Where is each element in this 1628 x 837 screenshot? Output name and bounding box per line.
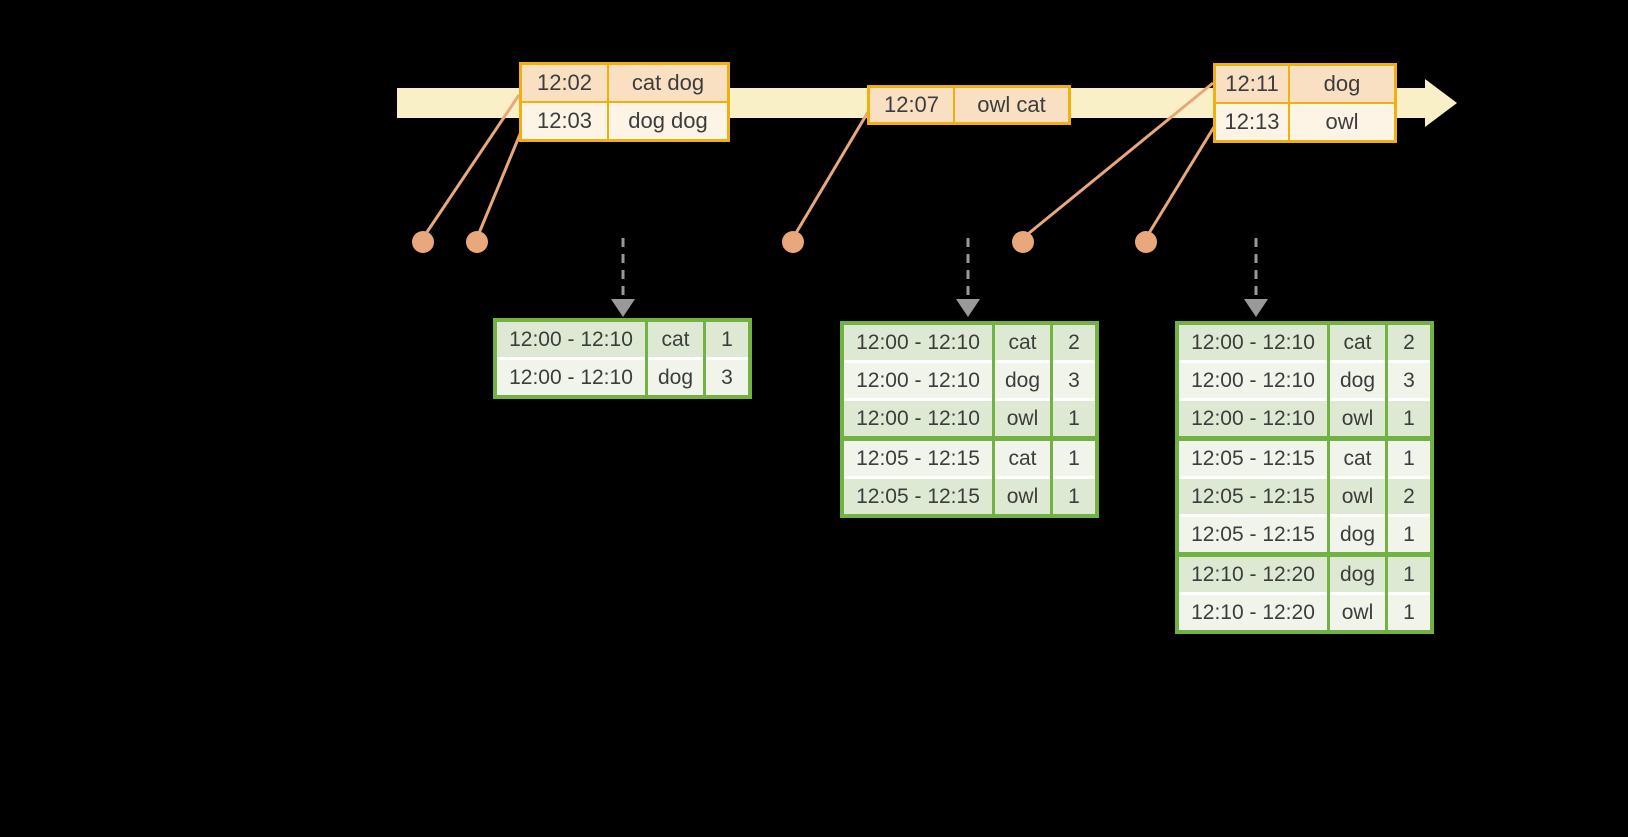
window-cell: 12:00 - 12:10: [840, 323, 995, 362]
result-row: 12:00 - 12:10 owl 1: [840, 398, 1099, 439]
event-dot-icon: [1135, 231, 1157, 253]
event-row: 12:02 cat dog: [519, 62, 730, 103]
result-row: 12:05 - 12:15 cat 1: [1175, 436, 1434, 478]
count-cell: 1: [1050, 436, 1099, 478]
event-row: 12:07 owl cat: [867, 85, 1071, 125]
event-dot-icon: [412, 231, 434, 253]
count-cell: 1: [1050, 398, 1099, 439]
event-words-cell: dog dog: [607, 101, 730, 142]
event-row: 12:11 dog: [1213, 63, 1397, 104]
word-cell: cat: [645, 320, 706, 359]
event-table: 12:02 cat dog 12:03 dog dog: [519, 62, 730, 142]
event-dot-icon: [1012, 231, 1034, 253]
event-words-cell: dog: [1288, 63, 1397, 104]
result-table: 12:00 - 12:10 cat 2 12:00 - 12:10 dog 3 …: [840, 321, 1099, 518]
result-row: 12:05 - 12:15 owl 1: [840, 476, 1099, 516]
word-cell: dog: [1327, 360, 1388, 400]
event-words-cell: owl cat: [953, 85, 1071, 125]
count-cell: 1: [1050, 476, 1099, 516]
count-cell: 1: [1385, 552, 1434, 594]
trigger-arrow-icon: [1244, 238, 1268, 317]
event-time-cell: 12:07: [867, 85, 955, 125]
window-cell: 12:00 - 12:10: [1175, 398, 1330, 439]
trigger-arrow-icon: [956, 238, 980, 317]
count-cell: 2: [1050, 323, 1099, 362]
count-cell: 3: [1050, 360, 1099, 400]
result-row: 12:00 - 12:10 cat 2: [840, 323, 1099, 362]
window-cell: 12:05 - 12:15: [1175, 476, 1330, 516]
word-cell: owl: [1327, 476, 1388, 516]
word-cell: owl: [992, 398, 1053, 439]
word-cell: dog: [1327, 514, 1388, 555]
window-cell: 12:05 - 12:15: [840, 436, 995, 478]
result-row: 12:05 - 12:15 dog 1: [1175, 514, 1434, 555]
event-time-cell: 12:03: [519, 101, 609, 142]
count-cell: 1: [1385, 398, 1434, 439]
window-cell: 12:00 - 12:10: [493, 320, 648, 359]
event-dot-icon: [466, 231, 488, 253]
window-cell: 12:00 - 12:10: [493, 357, 648, 397]
result-table: 12:00 - 12:10 cat 2 12:00 - 12:10 dog 3 …: [1175, 321, 1434, 634]
count-cell: 3: [1385, 360, 1434, 400]
result-row: 12:00 - 12:10 dog 3: [1175, 360, 1434, 400]
connector-line: [475, 126, 525, 239]
result-table: 12:00 - 12:10 cat 1 12:00 - 12:10 dog 3: [493, 318, 752, 399]
window-cell: 12:10 - 12:20: [1175, 592, 1330, 632]
word-cell: dog: [992, 360, 1053, 400]
connector-line: [1144, 126, 1216, 239]
word-cell: cat: [992, 436, 1053, 478]
result-row: 12:10 - 12:20 dog 1: [1175, 552, 1434, 594]
result-row: 12:00 - 12:10 dog 3: [840, 360, 1099, 400]
word-cell: dog: [1327, 552, 1388, 594]
count-cell: 1: [1385, 514, 1434, 555]
connector-line: [421, 94, 521, 239]
count-cell: 3: [703, 357, 752, 397]
event-time-cell: 12:13: [1213, 102, 1290, 143]
word-cell: cat: [1327, 436, 1388, 478]
word-cell: cat: [992, 323, 1053, 362]
result-row: 12:05 - 12:15 cat 1: [840, 436, 1099, 478]
window-cell: 12:00 - 12:10: [840, 398, 995, 439]
window-cell: 12:05 - 12:15: [1175, 436, 1330, 478]
word-cell: cat: [1327, 323, 1388, 362]
window-cell: 12:00 - 12:10: [840, 360, 995, 400]
count-cell: 1: [703, 320, 752, 359]
result-row: 12:05 - 12:15 owl 2: [1175, 476, 1434, 516]
result-row: 12:00 - 12:10 dog 3: [493, 357, 752, 397]
window-cell: 12:10 - 12:20: [1175, 552, 1330, 594]
count-cell: 1: [1385, 436, 1434, 478]
word-cell: owl: [1327, 592, 1388, 632]
event-row: 12:13 owl: [1213, 102, 1397, 143]
timeline-arrowhead-icon: [1425, 79, 1457, 127]
trigger-arrow-icon: [611, 238, 635, 317]
result-row: 12:00 - 12:10 cat 1: [493, 320, 752, 359]
word-cell: owl: [1327, 398, 1388, 439]
window-cell: 12:05 - 12:15: [1175, 514, 1330, 555]
word-cell: dog: [645, 357, 706, 397]
word-cell: owl: [992, 476, 1053, 516]
window-cell: 12:00 - 12:10: [1175, 360, 1330, 400]
event-time-cell: 12:02: [519, 62, 609, 103]
event-time-cell: 12:11: [1213, 63, 1290, 104]
count-cell: 2: [1385, 476, 1434, 516]
window-cell: 12:05 - 12:15: [840, 476, 995, 516]
window-cell: 12:00 - 12:10: [1175, 323, 1330, 362]
result-row: 12:10 - 12:20 owl 1: [1175, 592, 1434, 632]
event-table: 12:07 owl cat: [867, 85, 1071, 125]
result-row: 12:00 - 12:10 owl 1: [1175, 398, 1434, 439]
count-cell: 2: [1385, 323, 1434, 362]
connector-line: [1022, 81, 1214, 240]
count-cell: 1: [1385, 592, 1434, 632]
event-table: 12:11 dog 12:13 owl: [1213, 63, 1397, 143]
result-row: 12:00 - 12:10 cat 2: [1175, 323, 1434, 362]
event-words-cell: cat dog: [607, 62, 730, 103]
connector-line: [791, 111, 870, 239]
event-row: 12:03 dog dog: [519, 101, 730, 142]
event-words-cell: owl: [1288, 102, 1397, 143]
event-dot-icon: [782, 231, 804, 253]
